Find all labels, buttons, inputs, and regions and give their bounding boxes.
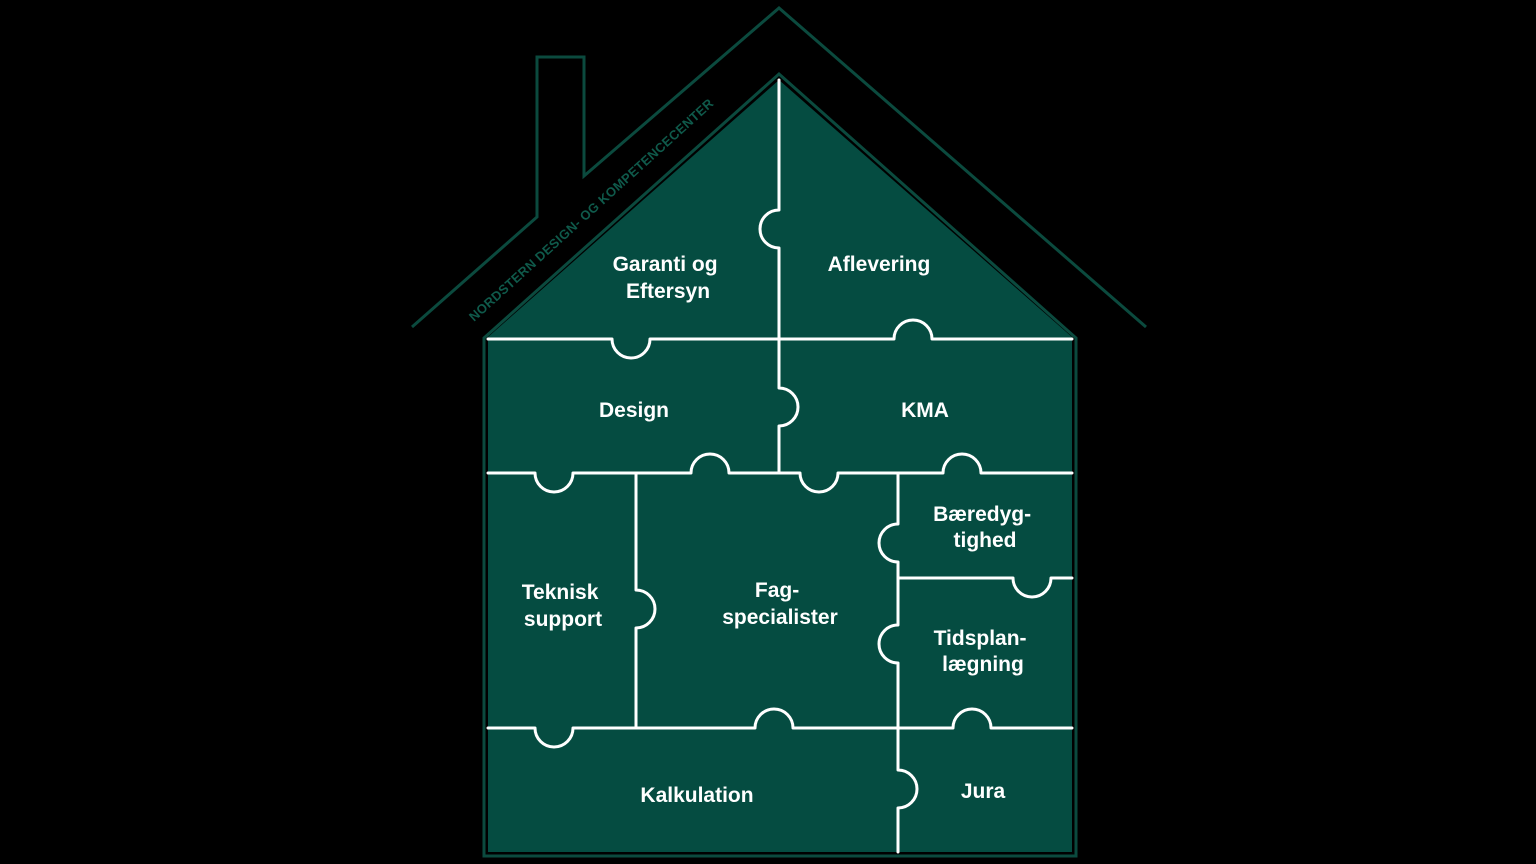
- label-fagspecialister-line2: specialister: [722, 606, 838, 629]
- label-tidsplanlaegning-line1: Tidsplan-: [934, 627, 1027, 650]
- puzzle-seams: [486, 78, 1074, 854]
- label-teknisk-line2: support: [524, 608, 602, 631]
- label-tidsplanlaegning-line2: lægning: [942, 653, 1024, 676]
- label-baeredygtighed-line1: Bæredyg-: [933, 503, 1031, 526]
- seam-horizontal-2: [486, 452, 1074, 494]
- label-garanti: Garanti og Eftersyn: [613, 253, 724, 303]
- label-fagspecialister: Fag- specialister: [722, 579, 838, 629]
- seam-vertical-teknisk: [634, 471, 657, 729]
- label-baeredygtighed: Bæredyg- tighed: [933, 503, 1037, 552]
- label-jura-line1: Jura: [961, 780, 1006, 803]
- label-teknisk-line1: Teknisk: [522, 581, 599, 604]
- label-baeredygtighed-line2: tighed: [954, 529, 1017, 552]
- seam-vertical-jura: [896, 726, 919, 854]
- label-kma-line1: KMA: [901, 399, 949, 422]
- label-teknisk: Teknisk support: [522, 581, 605, 631]
- label-garanti-line1: Garanti og: [613, 253, 718, 276]
- label-kalkulation-line1: Kalkulation: [640, 784, 753, 807]
- seam-horizontal-right: [896, 576, 1074, 599]
- seam-vertical-design-kma: [777, 337, 800, 474]
- label-design: Design: [599, 399, 669, 422]
- label-kalkulation: Kalkulation: [640, 784, 753, 807]
- label-design-line1: Design: [599, 399, 669, 422]
- house-border: [482, 71, 1078, 858]
- seam-roof-vertical: [758, 78, 781, 340]
- label-fagspecialister-line1: Fag-: [755, 579, 799, 602]
- piece-labels: Garanti og Eftersyn Aflevering Design KM…: [522, 253, 1037, 807]
- label-tidsplanlaegning: Tidsplan- lægning: [934, 627, 1033, 676]
- seam-horizontal-3: [486, 707, 1074, 749]
- label-aflevering-line1: Aflevering: [828, 253, 931, 276]
- seam-vertical-right: [877, 471, 900, 729]
- label-kma: KMA: [901, 399, 949, 422]
- label-garanti-line2: Eftersyn: [626, 280, 710, 303]
- label-jura: Jura: [961, 780, 1006, 803]
- label-aflevering: Aflevering: [828, 253, 931, 276]
- house-outer-outline: [411, 6, 1147, 329]
